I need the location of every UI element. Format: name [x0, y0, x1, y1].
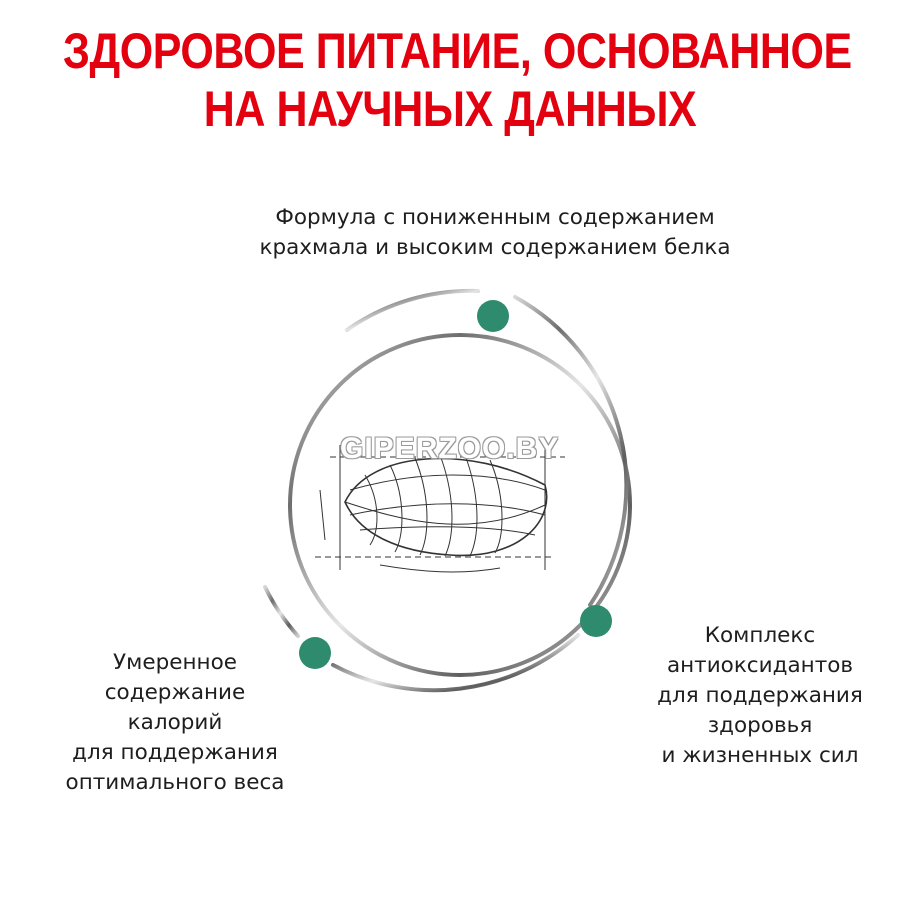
headline-line-2: НА НАУЧНЫХ ДАННЫХ — [203, 81, 697, 137]
caption-line: для поддержания — [72, 740, 278, 765]
feature-top-caption: Формула с пониженным содержанием крахмал… — [150, 203, 840, 263]
caption-line: и жизненных сил — [661, 743, 859, 768]
caption-line: Комплекс — [704, 623, 816, 648]
kibble-sketch-icon — [315, 445, 565, 573]
feature-left-caption: Умеренное содержание калорий для поддерж… — [30, 648, 320, 798]
feature-dot-right — [580, 605, 612, 637]
feature-dot-top — [477, 300, 509, 332]
outer-arc-top — [345, 288, 480, 332]
caption-line: Формула с пониженным содержанием — [275, 205, 715, 230]
outer-arc-right — [513, 295, 629, 607]
headline-line-1: ЗДОРОВОЕ ПИТАНИЕ, ОСНОВАННОЕ — [63, 23, 852, 79]
caption-line: здоровья — [707, 713, 813, 738]
caption-line: калорий — [127, 710, 223, 735]
caption-line: Умеренное — [113, 650, 237, 675]
caption-line: содержание — [104, 680, 246, 705]
watermark: GIPERZOO.BY — [340, 432, 560, 465]
feature-right-caption: Комплекс антиоксидантов для поддержания … — [620, 621, 900, 771]
caption-line: оптимального веса — [65, 770, 285, 795]
headline: ЗДОРОВОЕ ПИТАНИЕ, ОСНОВАННОЕ НА НАУЧНЫХ … — [63, 22, 852, 138]
caption-line: для поддержания — [657, 683, 863, 708]
caption-line: антиоксидантов — [666, 653, 854, 678]
outer-arc-bottom — [331, 633, 580, 693]
caption-line: крахмала и высоким содержанием белка — [259, 235, 731, 260]
inner-ring — [288, 333, 632, 677]
feature-dot-left — [299, 637, 331, 669]
outer-arc-left — [263, 585, 300, 638]
